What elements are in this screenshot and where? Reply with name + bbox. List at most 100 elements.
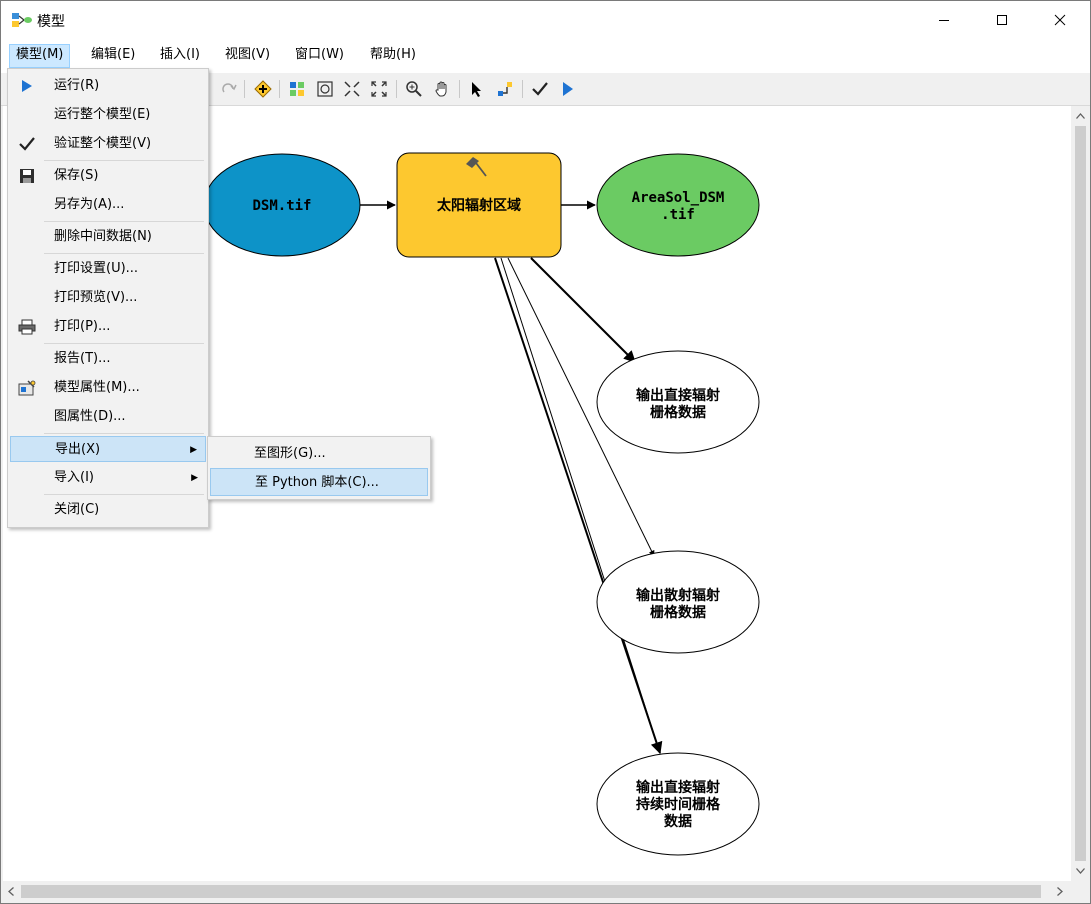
select-button[interactable] [467, 79, 487, 99]
checkmark-icon [18, 135, 36, 153]
zoom-in-arrows-icon [344, 81, 360, 97]
menu-import[interactable]: 导入(I) ▶ [10, 465, 206, 491]
full-extent-button[interactable] [315, 79, 335, 99]
menu-print[interactable]: 打印(P)... [10, 314, 206, 340]
hand-icon [435, 81, 447, 97]
menu-separator [44, 160, 204, 161]
toolbar-separator [244, 80, 245, 98]
validate-button[interactable] [530, 79, 550, 99]
menu-view[interactable]: 视图(V) [225, 47, 271, 62]
redo-icon [222, 83, 237, 93]
connect-icon [498, 82, 512, 96]
tool-node-solar-radiation[interactable] [396, 152, 562, 258]
output-direct-line1: 输出直接辐射 [636, 387, 720, 404]
save-icon [18, 167, 36, 185]
vertical-scroll-thumb[interactable] [1075, 126, 1086, 861]
output-diffuse-line1: 输出散射辐射 [636, 587, 720, 604]
menu-insert[interactable]: 插入(I) [160, 47, 200, 62]
output-node-label-line1: AreaSol_DSM [632, 190, 725, 206]
scroll-up-button[interactable] [1071, 106, 1090, 125]
toolbar-separator [396, 80, 397, 98]
chevron-down-icon [1076, 867, 1085, 874]
menu-separator [44, 494, 204, 495]
auto-layout-button[interactable] [287, 79, 307, 99]
model-diagram: DSM.tif 太阳辐射区域 AreaSol_DSM .tif 输出直接辐射 栅… [203, 152, 760, 856]
add-data-icon [254, 80, 272, 98]
pointer-icon [472, 82, 481, 97]
output-node-direct-duration[interactable] [596, 752, 760, 856]
menu-model[interactable]: 模型(M) [9, 44, 71, 68]
scroll-down-button[interactable] [1071, 861, 1090, 880]
close-button[interactable] [1031, 1, 1089, 39]
menu-export-to-graphic[interactable]: 至图形(G)... [254, 446, 326, 461]
magnifier-icon [406, 81, 422, 97]
output-duration-line3: 数据 [664, 813, 692, 830]
menu-help[interactable]: 帮助(H) [370, 47, 416, 62]
properties-icon [18, 379, 36, 397]
printer-icon [18, 318, 36, 336]
export-submenu: 至图形(G)... 至 Python 脚本(C)... [207, 436, 431, 500]
chevron-left-icon [7, 887, 14, 896]
menu-diagram-properties[interactable]: 图属性(D)... [54, 409, 126, 424]
output-node-diffuse-radiation[interactable] [596, 550, 760, 654]
scroll-left-button[interactable] [1, 882, 20, 901]
menu-print-setup[interactable]: 打印设置(U)... [54, 261, 139, 276]
menu-close[interactable]: 关闭(C) [54, 502, 100, 517]
fixed-zoom-out-button[interactable] [369, 79, 389, 99]
output-node-label-line2: .tif [661, 207, 695, 223]
menu-separator [44, 221, 204, 222]
horizontal-scrollbar[interactable] [1, 881, 1071, 903]
chevron-up-icon [1076, 112, 1085, 119]
menu-edit[interactable]: 编辑(E) [91, 47, 136, 62]
scroll-right-button[interactable] [1050, 882, 1069, 901]
toolbar-separator [459, 80, 460, 98]
tool-node-label: 太阳辐射区域 [437, 197, 521, 214]
menu-run-entire-model[interactable]: 运行整个模型(E) [54, 107, 151, 122]
hammer-icon [466, 157, 487, 177]
run-icon [563, 82, 573, 96]
toolbar-separator [522, 80, 523, 98]
menu-validate-entire-model[interactable]: 验证整个模型(V) [10, 131, 206, 157]
menu-export[interactable]: 导出(X) ▶ [10, 436, 206, 462]
model-builder-icon [12, 13, 32, 27]
menu-window[interactable]: 窗口(W) [295, 47, 344, 62]
menu-report[interactable]: 报告(T)... [54, 351, 111, 366]
menu-separator [44, 343, 204, 344]
output-node-areasol[interactable] [596, 153, 760, 257]
close-icon [1054, 14, 1066, 26]
pan-button[interactable] [432, 79, 452, 99]
vertical-scrollbar[interactable] [1071, 106, 1090, 881]
menu-separator [44, 253, 204, 254]
model-menu-dropdown: 运行(R) 运行整个模型(E) 验证整个模型(V) 保存(S) 另存为(A)..… [7, 68, 209, 528]
minimize-button[interactable] [915, 1, 973, 39]
output-node-direct-radiation[interactable] [596, 350, 760, 454]
chevron-right-icon: ▶ [191, 473, 198, 483]
fixed-zoom-in-button[interactable] [342, 79, 362, 99]
menu-export-to-python-script[interactable]: 至 Python 脚本(C)... [210, 468, 428, 496]
zoom-in-button[interactable] [404, 79, 424, 99]
menu-print-preview[interactable]: 打印预览(V)... [54, 290, 138, 305]
menu-delete-intermediate-data[interactable]: 删除中间数据(N) [54, 229, 152, 244]
run-button[interactable] [557, 79, 577, 99]
toolbar-separator [279, 80, 280, 98]
connect-button[interactable] [495, 79, 515, 99]
full-extent-icon [317, 81, 333, 97]
redo-button[interactable] [219, 79, 239, 99]
checkmark-icon [532, 82, 548, 96]
maximize-button[interactable] [973, 1, 1031, 39]
input-node-label: DSM.tif [252, 198, 311, 214]
run-icon [18, 77, 36, 95]
add-data-button[interactable] [253, 79, 273, 99]
connector-tool-duration [494, 257, 663, 755]
menu-save-as[interactable]: 另存为(A)... [54, 197, 125, 212]
scrollbar-corner [1071, 881, 1090, 903]
minimize-icon [939, 20, 949, 21]
chevron-right-icon: ▶ [190, 445, 197, 455]
output-duration-line1: 输出直接辐射 [636, 779, 720, 796]
menu-run[interactable]: 运行(R) [10, 73, 206, 99]
menu-model-properties[interactable]: 模型属性(M)... [10, 375, 206, 401]
horizontal-scroll-thumb[interactable] [21, 885, 1041, 898]
menu-save[interactable]: 保存(S) [10, 163, 206, 189]
auto-layout-icon [290, 82, 304, 96]
